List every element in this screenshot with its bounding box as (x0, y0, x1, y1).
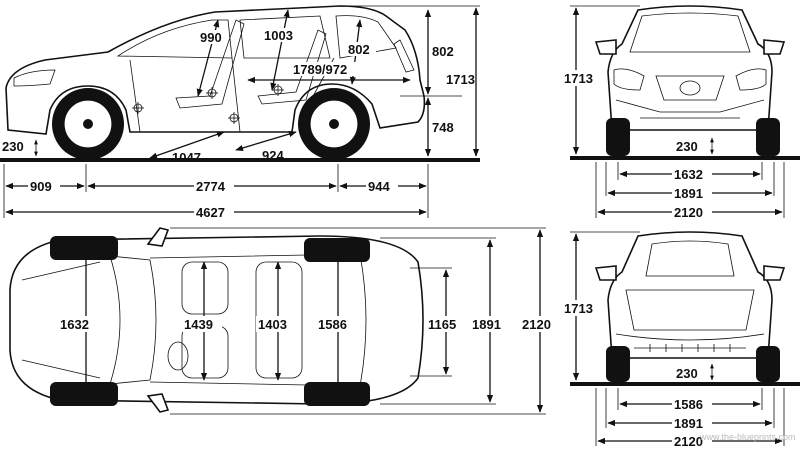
top-mirror-lower (146, 393, 170, 413)
front-clearance-label: 230 (676, 139, 698, 154)
front-ground-line (570, 156, 800, 160)
front-headlights (613, 68, 767, 91)
rear-clearance-label: 230 (676, 366, 698, 381)
top-front-tire-lower (50, 382, 118, 406)
front-headroom-label: 990 (200, 30, 222, 45)
front-width-mirrors-label: 2120 (674, 205, 703, 220)
total-length-label: 4627 (196, 205, 225, 220)
top-windshield (109, 255, 157, 385)
ground-clearance-label: 230 (2, 139, 24, 154)
rear-mirror-right (763, 265, 786, 281)
top-rear-shoulder-label: 1403 (258, 317, 287, 332)
front-mirror-left (594, 39, 617, 55)
top-width-mirrors-label: 2120 (522, 317, 551, 332)
top-view: 1632 1439 1403 1586 1165 1891 2120 (9, 227, 560, 415)
front-overhang-label: 909 (30, 179, 52, 194)
watermark: www.the-blueprints.com (699, 432, 796, 442)
side-rear-seat (257, 29, 327, 105)
rear-mirror-left (594, 265, 617, 281)
rear-diffuser (649, 344, 731, 352)
rear-ground-line (570, 382, 800, 386)
side-headlight (13, 69, 56, 87)
top-rear-track-label: 1586 (318, 317, 347, 332)
front-grille (655, 75, 725, 101)
rear-tire-right (756, 346, 780, 382)
top-cargo-width-label: 1165 (428, 317, 456, 332)
front-tire-right (756, 118, 780, 156)
top-front-shoulder-label: 1439 (184, 317, 213, 332)
top-mirror-upper (146, 227, 170, 247)
rear-overhang-label: 944 (368, 179, 390, 194)
top-reference-lines (170, 227, 546, 415)
cargo-height-right-label: 802 (432, 44, 454, 59)
rear-tailgate (625, 289, 755, 331)
front-body-outline (607, 5, 773, 131)
rear-headroom-label: 1003 (264, 28, 293, 43)
top-width-label: 1891 (472, 317, 501, 332)
rear-legroom-label: 924 (262, 148, 284, 163)
cargo-length-label: 1789/972 (293, 62, 347, 77)
load-height-label: 748 (432, 120, 454, 135)
front-view: 1713 230 1632 1891 2120 (562, 5, 800, 220)
front-width-label: 1891 (674, 186, 703, 201)
top-rear-tire-upper (304, 238, 370, 262)
rear-width-label: 1891 (674, 416, 703, 431)
front-track-label: 1632 (674, 167, 703, 182)
rear-width-mirrors-label: 2120 (674, 434, 703, 449)
front-height-label: 1713 (564, 71, 593, 86)
front-logo (679, 80, 701, 96)
side-rear-wheel (298, 88, 370, 160)
rear-body-outline (607, 231, 773, 359)
side-front-wheel (52, 88, 124, 160)
side-total-height-label: 1713 (446, 72, 475, 87)
front-windshield (629, 12, 751, 53)
rear-view: 1713 230 1586 1891 2120 (562, 231, 800, 449)
front-legroom-arrow (149, 131, 225, 159)
cargo-height-label: 802 (348, 42, 370, 57)
front-bumper (615, 99, 765, 119)
front-mirror-right (763, 39, 786, 55)
top-rear-tire-lower (304, 382, 370, 406)
top-front-track-label: 1632 (60, 317, 89, 332)
side-taillight (393, 39, 415, 73)
rear-height-label: 1713 (564, 301, 593, 316)
rear-headroom-arrow (270, 9, 290, 91)
rear-bumper (615, 333, 765, 349)
wheelbase-label: 2774 (196, 179, 226, 194)
side-ground-line (0, 158, 480, 162)
front-legroom-label: 1047 (172, 150, 201, 165)
side-view: 990 1003 802 1789/972 802 1713 748 230 1… (0, 5, 480, 220)
top-front-tire-upper (50, 236, 118, 260)
rear-tire-left (606, 346, 630, 382)
rear-legroom-arrow (235, 131, 297, 151)
rear-window (645, 240, 735, 277)
rear-track-label: 1586 (674, 397, 703, 412)
seat-reference-points (132, 84, 284, 124)
front-tire-left (606, 118, 630, 156)
